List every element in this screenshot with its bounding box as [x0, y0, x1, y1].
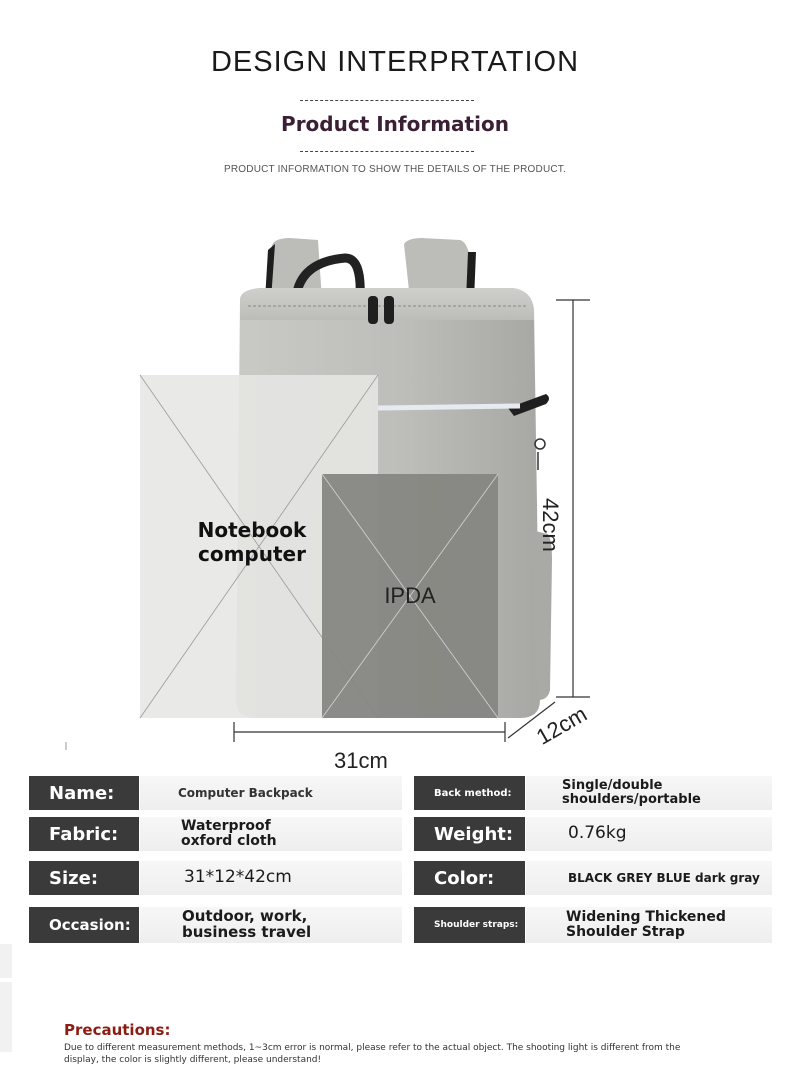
ipda-placeholder — [321, 473, 499, 719]
size-value: 31*12*42cm — [140, 861, 402, 895]
section-tagline: PRODUCT INFORMATION TO SHOW THE DETAILS … — [224, 164, 566, 175]
color-value: BLACK GREY BLUE dark gray — [526, 861, 772, 895]
page-title: DESIGN INTERPRTATION — [210, 46, 580, 78]
backpack-diagram — [65, 238, 590, 750]
handle — [291, 253, 365, 303]
side-pocket — [530, 530, 552, 700]
ipda-label: IPDA — [384, 583, 436, 608]
fabric-value: Waterproof oxford cloth — [140, 817, 402, 851]
height-dimension: 42cm — [538, 498, 563, 552]
shoulder-straps-label: Shoulder straps: — [414, 907, 525, 943]
dimension-lines — [65, 299, 590, 750]
zipper-pulls — [368, 296, 549, 416]
left-edge-mark — [0, 944, 12, 978]
name-label: Name: — [29, 776, 139, 810]
section-subtitle: Product Information — [281, 112, 509, 136]
occasion-value: Outdoor, work, business travel — [140, 907, 402, 943]
precautions-text: Due to different measurement methods, 1~… — [64, 1043, 681, 1065]
width-dimension: 31cm — [334, 748, 388, 773]
shoulder-straps-value: Widening Thickened Shoulder Strap — [526, 907, 772, 943]
divider-bottom — [300, 151, 474, 152]
fabric-label: Fabric: — [29, 817, 139, 851]
usb-port-icon — [534, 438, 546, 450]
precautions-title: Precautions: — [64, 1021, 171, 1039]
color-label: Color: — [414, 861, 525, 895]
name-value: Computer Backpack — [140, 776, 402, 810]
occasion-label: Occasion: — [29, 907, 139, 943]
weight-label: Weight: — [414, 817, 525, 851]
back-method-label: Back method: — [414, 776, 525, 810]
divider-top — [300, 100, 474, 101]
left-edge-mark-lower — [0, 982, 12, 1052]
size-label: Size: — [29, 861, 139, 895]
notebook-label: Notebook computer — [197, 518, 307, 566]
back-method-value: Single/double shoulders/portable — [526, 776, 772, 810]
weight-value: 0.76kg — [526, 817, 772, 851]
